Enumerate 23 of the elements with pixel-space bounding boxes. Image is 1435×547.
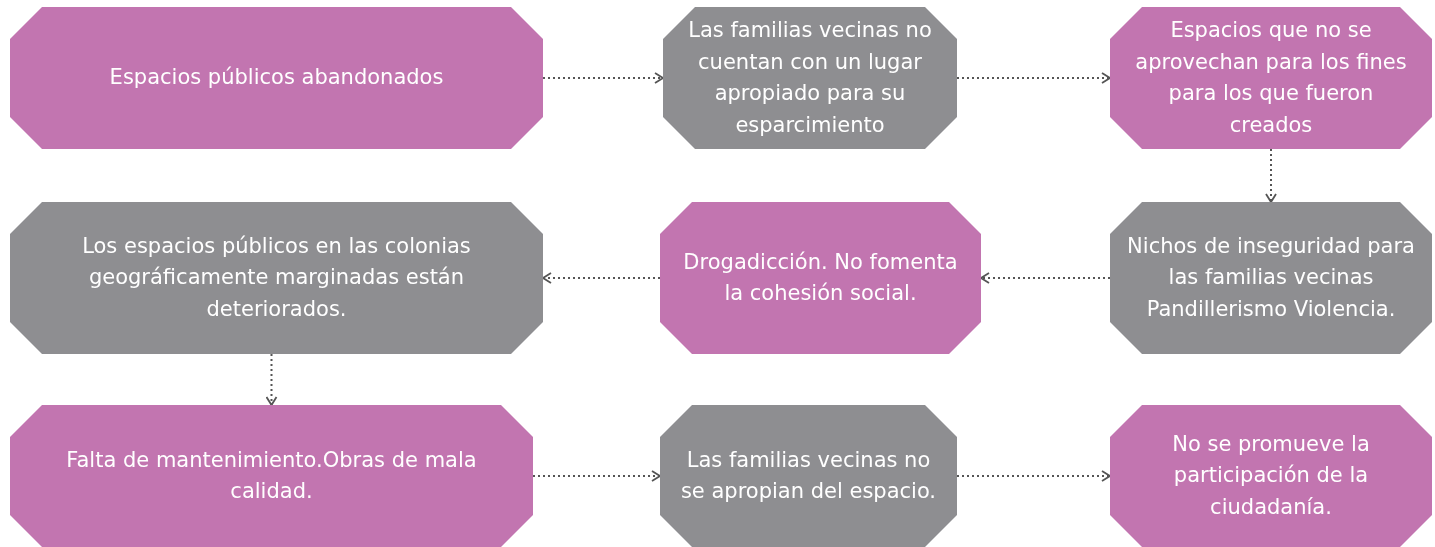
arrow xyxy=(532,470,661,482)
box-text: Las familias vecinas no se apropian del espacio. xyxy=(679,446,938,505)
process-box xyxy=(1110,405,1432,547)
box-text: Espacios que no se aprovechan para los fines para los que fueron creados xyxy=(1134,17,1408,139)
process-box xyxy=(10,405,533,547)
box-text: Nichos de inseguridad para las familias vecinas Pandillerismo Violencia. xyxy=(1126,232,1416,323)
process-box xyxy=(660,202,981,354)
box-text: Las familias vecinas no cuentan con un lugar apropiado para su esparcimiento xyxy=(687,17,933,139)
process-box xyxy=(10,7,543,149)
box-text: Espacios públicos abandonados xyxy=(109,64,444,92)
arrow xyxy=(980,272,1111,284)
box-text: Los espacios públicos en las colonias geográficamente marginadas están deteriorados. xyxy=(81,232,472,323)
box-text: No se promueve la participación de la ciudadanía. xyxy=(1171,430,1371,521)
box-text: Drogadicción. No fomenta la cohesión social. xyxy=(682,248,959,307)
process-box xyxy=(1110,7,1432,149)
box-text: Falta de mantenimiento.Obras de mala calidad. xyxy=(65,446,478,505)
process-box xyxy=(663,7,957,149)
process-box xyxy=(10,202,543,354)
process-box xyxy=(660,405,957,547)
arrow xyxy=(1265,148,1277,203)
process-box xyxy=(1110,202,1432,354)
arrow xyxy=(542,272,661,284)
arrow xyxy=(265,353,278,406)
